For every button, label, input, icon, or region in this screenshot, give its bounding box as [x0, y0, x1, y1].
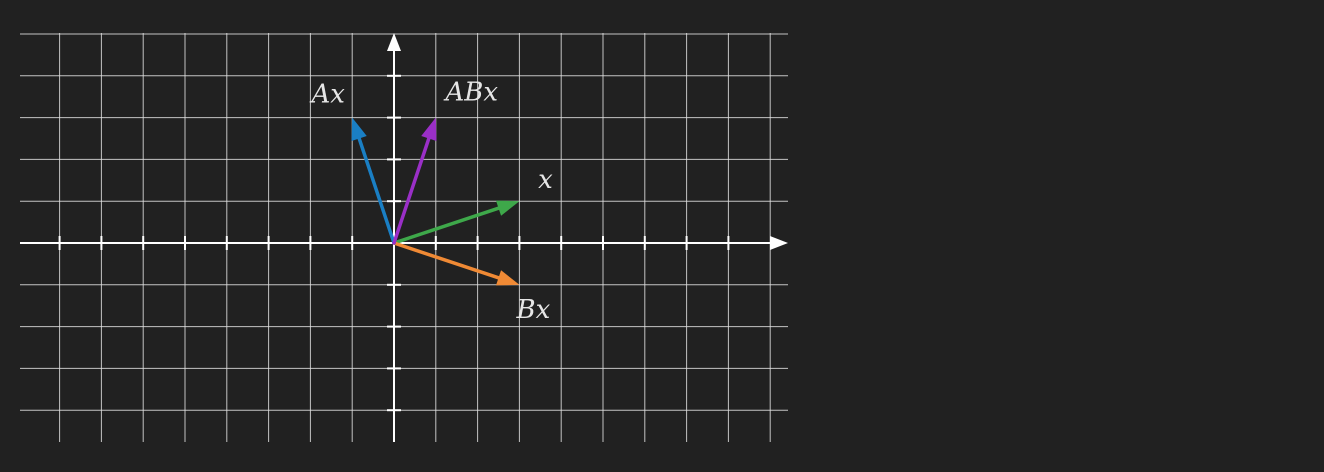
vector-x-shaft [392, 206, 501, 245]
vector-x-arrowhead [495, 200, 520, 216]
vector-Ax-shaft [357, 136, 396, 245]
vector-Bx-arrowhead [495, 270, 520, 286]
vector-Ax-label: Ax [309, 80, 345, 110]
vector-Bx-label: Bx [516, 295, 551, 325]
x-axis-arrowhead [770, 236, 788, 250]
vector-Bx-shaft [392, 241, 501, 280]
vector-labels: xBx Ax ABx [309, 78, 553, 325]
vector-ABx-label: ABx [444, 78, 499, 108]
grid [20, 33, 788, 442]
vector-Ax-arrowhead [351, 117, 367, 142]
axes [20, 33, 788, 442]
y-axis-arrowhead [387, 33, 401, 51]
vectors [351, 117, 520, 286]
vector-ABx-shaft [392, 136, 431, 245]
vector-x-label: x [538, 165, 553, 195]
vector-ABx-arrowhead [421, 117, 437, 142]
